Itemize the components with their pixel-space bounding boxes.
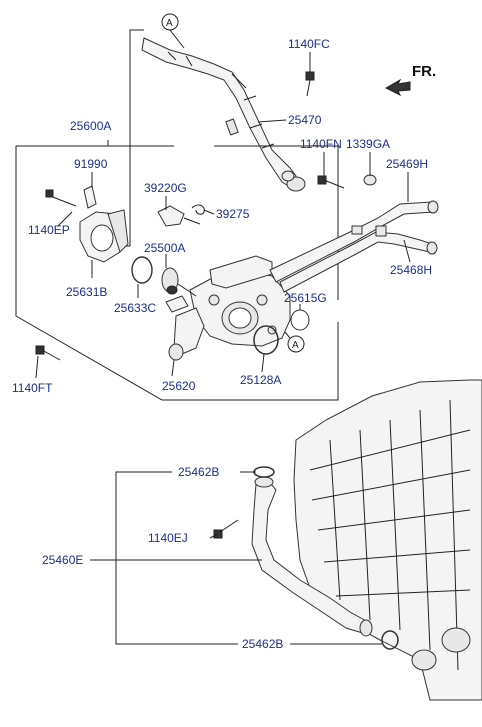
bolt-1140FN bbox=[317, 175, 345, 189]
engine-block bbox=[293, 379, 482, 701]
ref-mark-a: A bbox=[292, 340, 299, 351]
thermostat-25500A bbox=[161, 267, 197, 297]
bolt-1140EP bbox=[45, 189, 77, 207]
pipe-25470 bbox=[141, 37, 306, 192]
clamp-25462B-bottom bbox=[381, 630, 399, 650]
label-25460E: 25460E bbox=[42, 553, 83, 567]
label-25469H: 25469H bbox=[386, 157, 428, 171]
cover-25631B bbox=[79, 209, 129, 263]
label-39275: 39275 bbox=[216, 207, 250, 221]
ref-circle-a-top: A bbox=[161, 13, 185, 49]
label-25633C: 25633C bbox=[114, 301, 156, 315]
bracket-91990 bbox=[83, 185, 97, 209]
label-1140EP: 1140EP bbox=[28, 223, 70, 237]
part-labels: 1140FC 25470 25600A 1140FN 1339GA 91990 … bbox=[12, 37, 432, 651]
label-25600A: 25600A bbox=[70, 119, 111, 133]
bolt-1140EJ bbox=[213, 519, 239, 539]
label-1140FC: 1140FC bbox=[288, 37, 330, 51]
nut-1339GA bbox=[363, 174, 377, 186]
label-25462B-top: 25462B bbox=[178, 465, 219, 479]
thermostat-housing bbox=[165, 255, 291, 361]
bolt-1140FT bbox=[35, 345, 61, 361]
hose-25468H bbox=[279, 225, 438, 293]
label-25620: 25620 bbox=[162, 379, 196, 393]
label-1140FT: 1140FT bbox=[12, 381, 53, 395]
label-25615G: 25615G bbox=[284, 291, 327, 305]
gasket-25633C bbox=[131, 256, 153, 284]
leader-lines bbox=[35, 52, 411, 539]
label-1339GA: 1339GA bbox=[346, 137, 390, 151]
label-1140FN: 1140FN bbox=[300, 137, 342, 151]
front-direction-indicator: FR. bbox=[384, 63, 436, 97]
label-25128A: 25128A bbox=[240, 373, 281, 387]
label-25468H: 25468H bbox=[390, 263, 432, 277]
front-arrow-icon bbox=[384, 78, 411, 97]
label-1140EJ: 1140EJ bbox=[148, 531, 188, 545]
gasket-25615G bbox=[290, 309, 310, 331]
callout-bracket-25460E bbox=[90, 471, 382, 645]
label-25462B-bottom: 25462B bbox=[242, 637, 283, 651]
sensor-39220G bbox=[157, 204, 205, 227]
gasket-25128A bbox=[253, 325, 279, 355]
label-39220G: 39220G bbox=[144, 181, 187, 195]
ref-mark-a: A bbox=[166, 18, 173, 29]
label-91990: 91990 bbox=[74, 157, 108, 171]
label-25500A: 25500A bbox=[144, 241, 185, 255]
bolt-1140FC bbox=[305, 71, 315, 97]
label-25470: 25470 bbox=[288, 113, 322, 127]
assembly-outline-lines bbox=[15, 29, 339, 401]
label-25631B: 25631B bbox=[66, 285, 107, 299]
clamp-25462B-top bbox=[253, 466, 275, 478]
hose-25469H bbox=[269, 200, 439, 283]
front-direction-label: FR. bbox=[412, 63, 436, 80]
hose-25460E bbox=[251, 476, 373, 637]
